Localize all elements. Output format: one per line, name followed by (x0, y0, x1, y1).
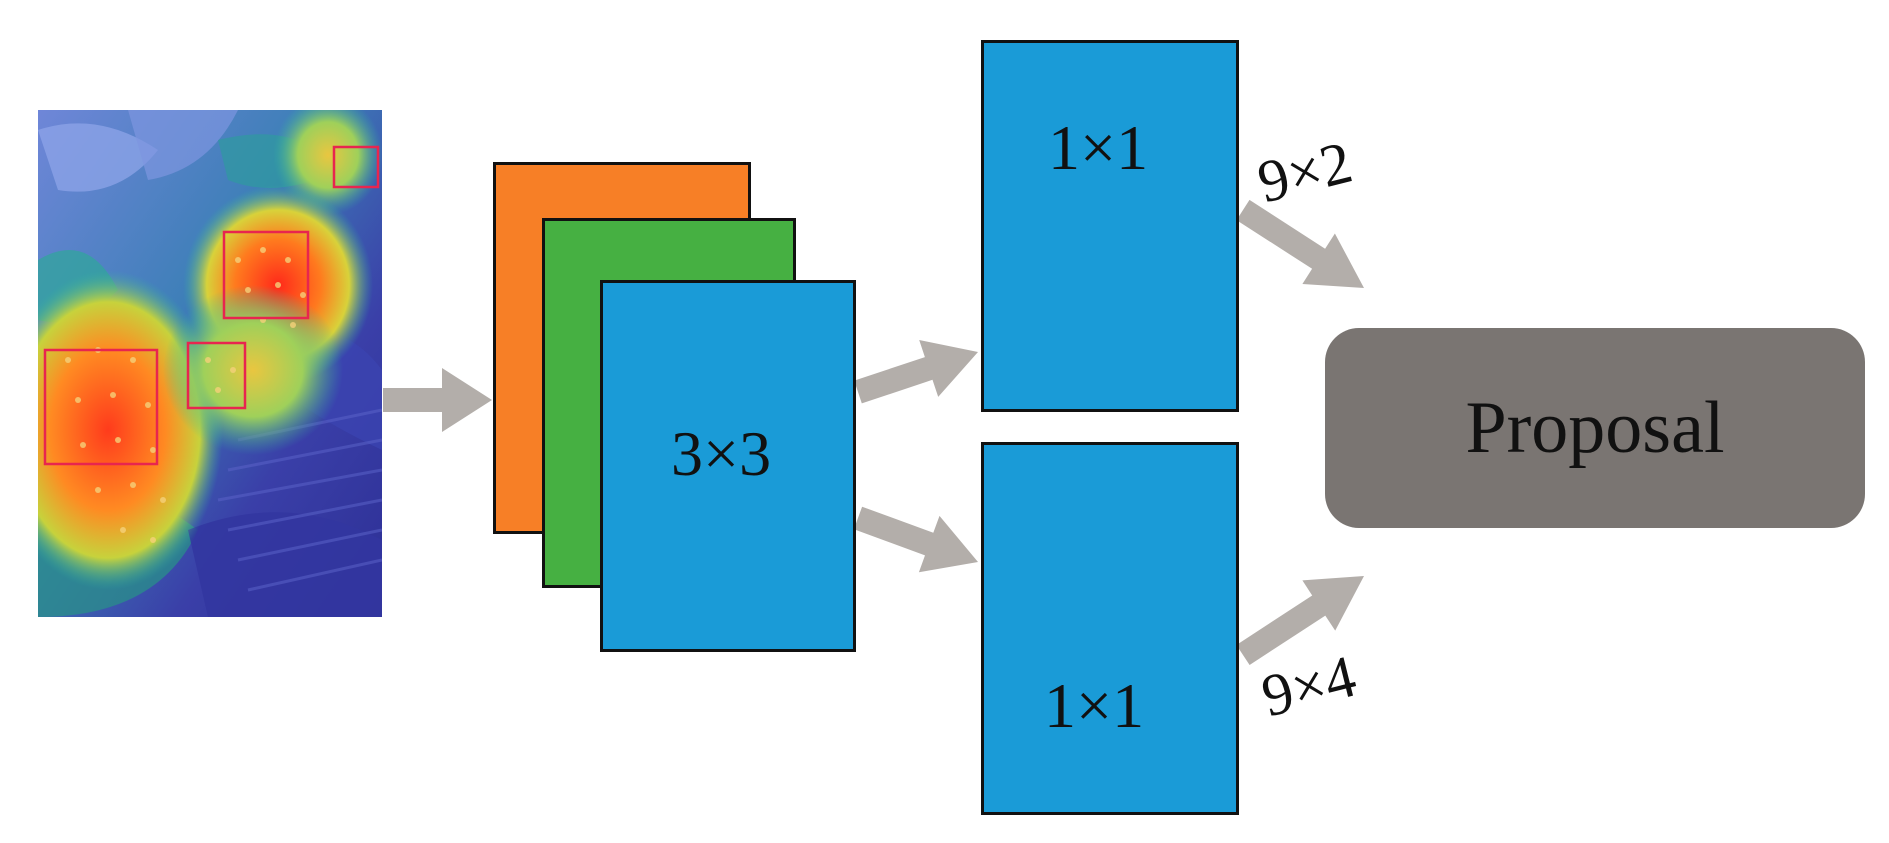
input-heatmap-image (38, 110, 382, 617)
proposal-box: Proposal (1325, 328, 1865, 528)
proposal-label: Proposal (1465, 386, 1725, 469)
detection-box (222, 230, 310, 320)
arrow-top-branch-to-proposal (1236, 199, 1364, 288)
conv-3x3-label: 3×3 (671, 418, 772, 489)
branch-top-label: 1×1 (1048, 112, 1149, 183)
feature-map-conv-3x3: 3×3 (600, 280, 856, 652)
branch-1x1-top: 1×1 (981, 40, 1239, 412)
arrow-conv-to-top-branch (854, 340, 978, 404)
arrow-conv-to-bottom-branch (853, 506, 978, 573)
arrow-bottom-branch-to-proposal (1236, 576, 1364, 665)
detection-box (43, 348, 159, 466)
arrow-image-to-features (383, 368, 492, 432)
branch-bottom-label: 1×1 (1044, 670, 1145, 741)
detection-box (186, 341, 247, 410)
branch-1x1-bottom: 1×1 (981, 442, 1239, 815)
detection-box (332, 145, 380, 189)
